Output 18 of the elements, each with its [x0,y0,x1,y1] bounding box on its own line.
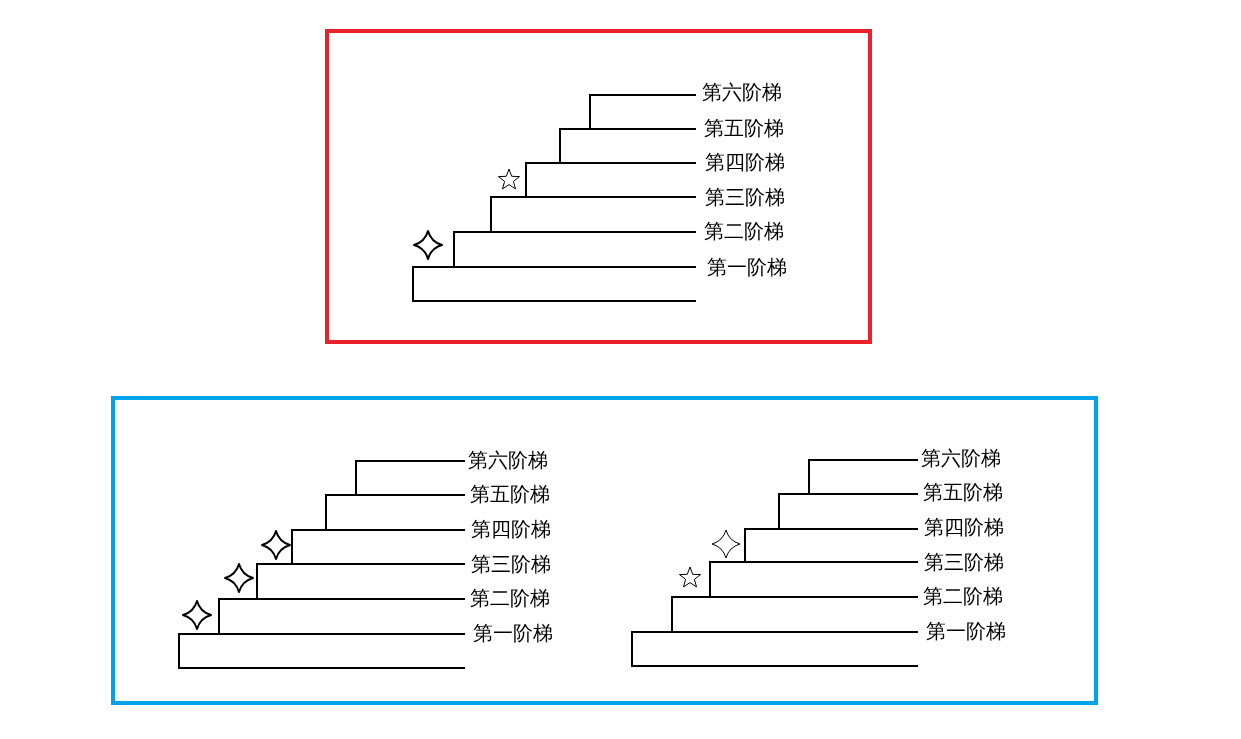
step-label: 第四阶梯 [924,515,1004,539]
step-label: 第三阶梯 [924,550,1004,574]
step-label: 第五阶梯 [470,482,550,506]
step-label: 第一阶梯 [707,255,787,279]
step-label: 第四阶梯 [705,150,785,174]
step-label: 第六阶梯 [702,80,782,104]
step-label: 第六阶梯 [468,448,548,472]
step-label: 第二阶梯 [470,586,550,610]
step-label: 第二阶梯 [923,584,1003,608]
step-label: 第二阶梯 [704,219,784,243]
step-label: 第三阶梯 [471,552,551,576]
step-label: 第六阶梯 [921,446,1001,470]
step-label: 第五阶梯 [923,480,1003,504]
step-label: 第一阶梯 [473,621,553,645]
step-label: 第五阶梯 [704,116,784,140]
step-label: 第四阶梯 [471,517,551,541]
step-label: 第一阶梯 [926,619,1006,643]
step-label: 第三阶梯 [705,185,785,209]
